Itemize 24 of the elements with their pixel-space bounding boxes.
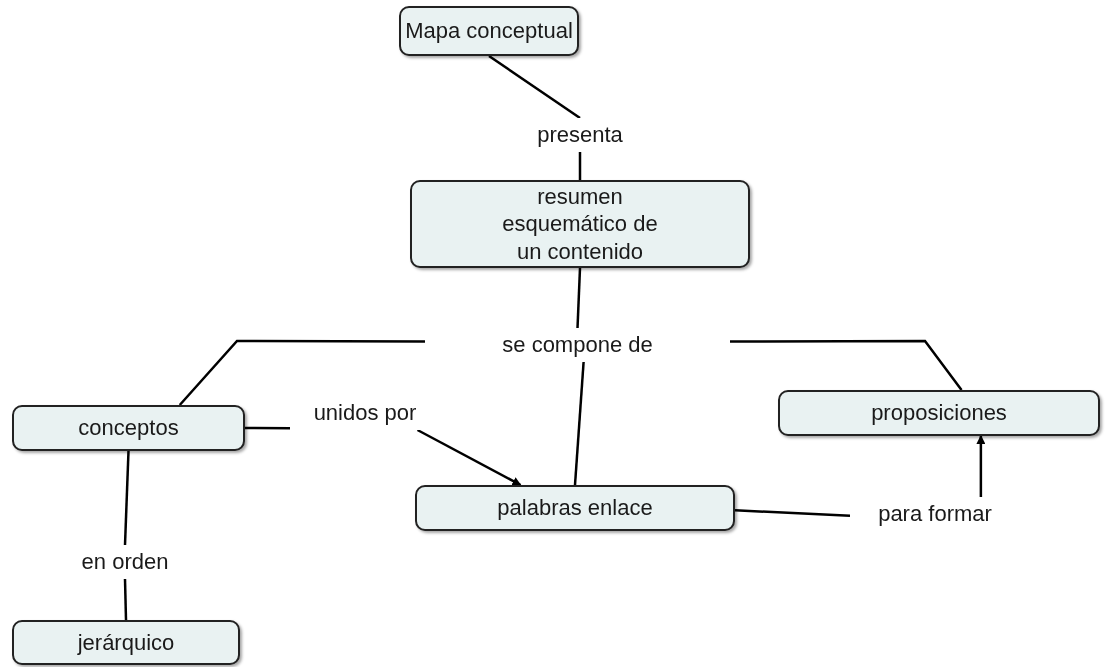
- arrow: [416, 428, 522, 487]
- concept-label: conceptos: [78, 414, 179, 442]
- connector-line: [576, 267, 582, 329]
- connector-line: [245, 426, 290, 430]
- concept-box: [778, 390, 1100, 436]
- connector-line: [578, 152, 582, 180]
- concept-box: [12, 620, 240, 665]
- connector-line: [573, 361, 585, 486]
- connector-line: [734, 509, 851, 517]
- arrow: [976, 435, 986, 497]
- concept-label: Mapa conceptual: [405, 17, 573, 45]
- connector-line: [123, 578, 128, 621]
- concept-label: resumen esquemático de un contenido: [501, 182, 659, 266]
- concept-label: jerárquico: [77, 628, 175, 657]
- connector-line: [178, 339, 425, 406]
- concept-box: [12, 405, 245, 451]
- concept-box: [415, 485, 735, 531]
- concept-label: palabras enlace: [497, 494, 653, 522]
- concept-box: [410, 180, 750, 268]
- connector-line: [488, 54, 581, 120]
- connector-line: [123, 450, 130, 546]
- connector-line: [730, 339, 963, 391]
- concept-label: proposiciones: [871, 399, 1007, 427]
- concept-box: [399, 6, 579, 56]
